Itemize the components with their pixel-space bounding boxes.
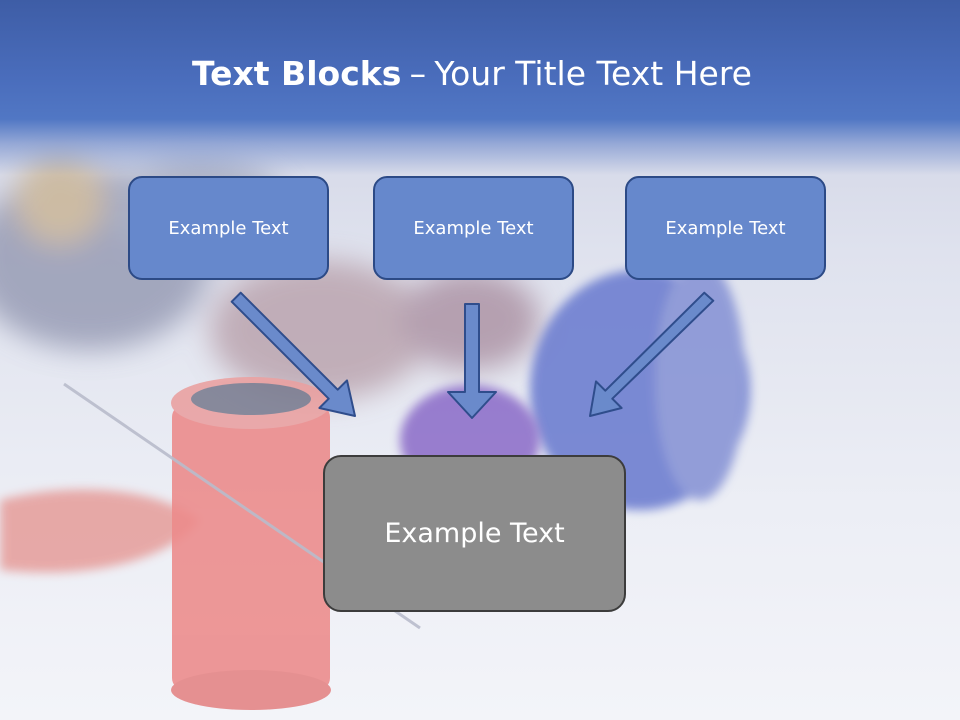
title-dash: – <box>409 54 427 93</box>
text-block-2-label: Example Text <box>413 217 534 239</box>
text-block-3[interactable]: Example Text <box>625 176 826 280</box>
text-block-main-label: Example Text <box>384 518 565 549</box>
text-block-2[interactable]: Example Text <box>373 176 574 280</box>
text-block-1-label: Example Text <box>168 217 289 239</box>
arrow-right-icon[interactable] <box>589 291 715 417</box>
text-block-main[interactable]: Example Text <box>323 455 626 612</box>
title-rest-text: Your Title Text Here <box>434 54 752 93</box>
slide-title[interactable]: Text Blocks–Your Title Text Here <box>0 54 944 93</box>
arrow-center-icon[interactable] <box>447 303 497 419</box>
text-block-1[interactable]: Example Text <box>128 176 329 280</box>
title-bold-text: Text Blocks <box>192 54 402 93</box>
title-bar <box>0 0 960 175</box>
arrow-left-icon[interactable] <box>230 291 356 417</box>
text-block-3-label: Example Text <box>665 217 786 239</box>
